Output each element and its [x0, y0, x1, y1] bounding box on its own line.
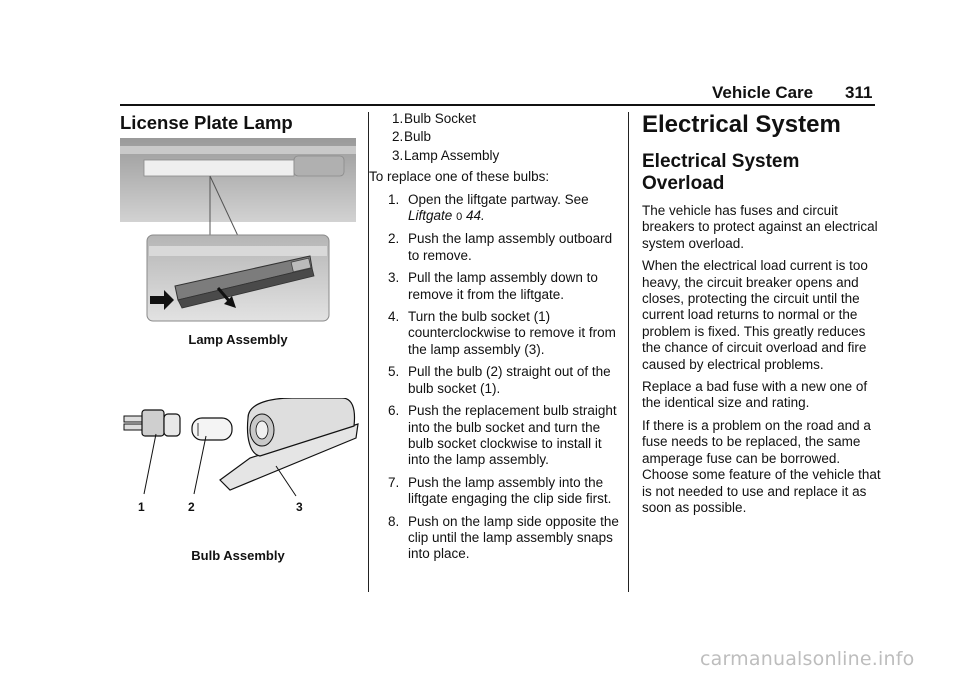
bulb-drawing — [191, 417, 233, 441]
paragraph: When the electrical load current is too … — [642, 258, 868, 372]
heading-electrical-system: Electrical System — [642, 111, 841, 138]
callout-1: 1 — [138, 500, 145, 514]
heading-electrical-system-overload: Electrical System Overload — [642, 151, 800, 194]
xref-page-icon: 0 — [456, 211, 463, 224]
page-number: 311 — [845, 83, 873, 102]
step-item: 3.Pull the lamp assembly down to remove … — [388, 270, 598, 302]
steps-list: 1. Open the liftgate partway. See Liftga… — [378, 192, 623, 563]
column-divider-right — [628, 112, 629, 592]
watermark: carmanualsonline.info — [700, 648, 915, 670]
step-item: 8.Push on the lamp side opposite the cli… — [388, 513, 619, 562]
right-column: Electrical System Electrical System Over… — [642, 111, 882, 522]
callout-2: 2 — [188, 500, 195, 514]
paragraph: If there is a problem on the road and a … — [642, 417, 881, 515]
bulb-socket-drawing — [123, 409, 181, 437]
figure-caption-bulb-assembly: Bulb Assembly — [191, 548, 285, 563]
bulb-assembly-figure — [123, 398, 359, 497]
step-item: 7.Push the lamp assembly into the liftga… — [388, 474, 612, 507]
xref-page: 44 — [465, 208, 481, 224]
lamp-assembly-figure — [120, 138, 356, 322]
column-divider-left — [368, 112, 369, 592]
running-header-section: Vehicle Care — [712, 83, 814, 102]
header-rule — [120, 104, 875, 106]
steps-intro: To replace one of these bulbs: — [369, 169, 550, 185]
middle-column: 1.Bulb Socket 2.Bulb 3.Lamp Assembly To … — [369, 111, 623, 569]
liftgate-xref-link[interactable]: Liftgate — [408, 208, 453, 224]
step-item: 1. Open the liftgate partway. See Liftga… — [388, 191, 589, 224]
lamp-housing-drawing — [219, 398, 359, 491]
step-item: 4.Turn the bulb socket (1) counterclockw… — [388, 309, 616, 357]
legend-item: 2.Bulb — [392, 129, 432, 145]
paragraph: Replace a bad fuse with a new one of the… — [642, 379, 868, 411]
legend-item: 1.Bulb Socket — [392, 111, 477, 126]
callout-3: 3 — [296, 500, 303, 514]
step-item: 2.Push the lamp assembly outboard to rem… — [388, 231, 613, 263]
figure-legend: 1.Bulb Socket 2.Bulb 3.Lamp Assembly — [378, 111, 623, 164]
figure-caption-lamp-assembly: Lamp Assembly — [188, 332, 288, 347]
section-title: License Plate Lamp — [120, 112, 293, 133]
legend-item: 3.Lamp Assembly — [392, 147, 500, 163]
step-item: 5.Pull the bulb (2) straight out of the … — [388, 364, 611, 396]
paragraph: The vehicle has fuses and circuit breake… — [642, 203, 878, 251]
step-item: 6.Push the replacement bulb straight int… — [388, 403, 617, 468]
